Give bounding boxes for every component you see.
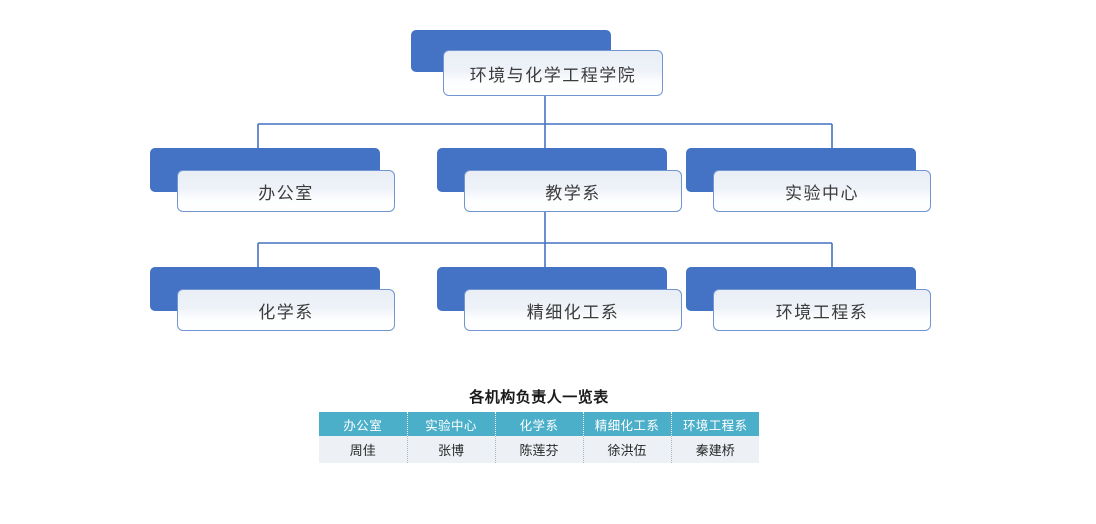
table-header-cell: 环境工程系 [671,412,759,436]
org-node-card: 实验中心 [713,170,931,212]
table-header-cell: 实验中心 [407,412,496,436]
table-cell: 周佳 [319,436,408,463]
org-node-label: 环境工程系 [775,302,869,323]
org-node-card: 化学系 [177,289,395,331]
table-header-cell: 化学系 [495,412,584,436]
org-node-card: 教学系 [464,170,682,212]
org-node-label: 化学系 [258,302,314,323]
org-node-card: 精细化工系 [464,289,682,331]
table-header-row: 办公室 实验中心 化学系 精细化工系 环境工程系 [319,412,759,436]
leaders-table: 办公室 实验中心 化学系 精细化工系 环境工程系 周佳 张博 陈莲芬 徐洪伍 秦… [319,412,759,463]
organization-chart: 环境与化学工程学院 办公室 教学系 实验中心 化学系 精细化工系 [150,30,931,331]
table-header-cell: 精细化工系 [583,412,672,436]
org-node-card: 环境与化学工程学院 [443,50,663,96]
org-node-label: 教学系 [545,183,601,204]
leaders-table-block: 各机构负责人一览表 办公室 实验中心 化学系 精细化工系 环境工程系 周佳 张博… [319,386,759,463]
org-node-label: 实验中心 [785,183,859,204]
table-header-cell: 办公室 [319,412,408,436]
org-node-card: 环境工程系 [713,289,931,331]
org-node-label: 精细化工系 [526,302,620,323]
org-node-label: 环境与化学工程学院 [469,65,637,86]
table-cell: 徐洪伍 [583,436,672,463]
table-title: 各机构负责人一览表 [469,388,609,406]
org-node-card: 办公室 [177,170,395,212]
org-node-label: 办公室 [258,183,314,204]
table-cell: 陈莲芬 [495,436,584,463]
table-row: 周佳 张博 陈莲芬 徐洪伍 秦建桥 [319,436,759,463]
table-cell: 张博 [407,436,496,463]
table-cell: 秦建桥 [671,436,759,463]
